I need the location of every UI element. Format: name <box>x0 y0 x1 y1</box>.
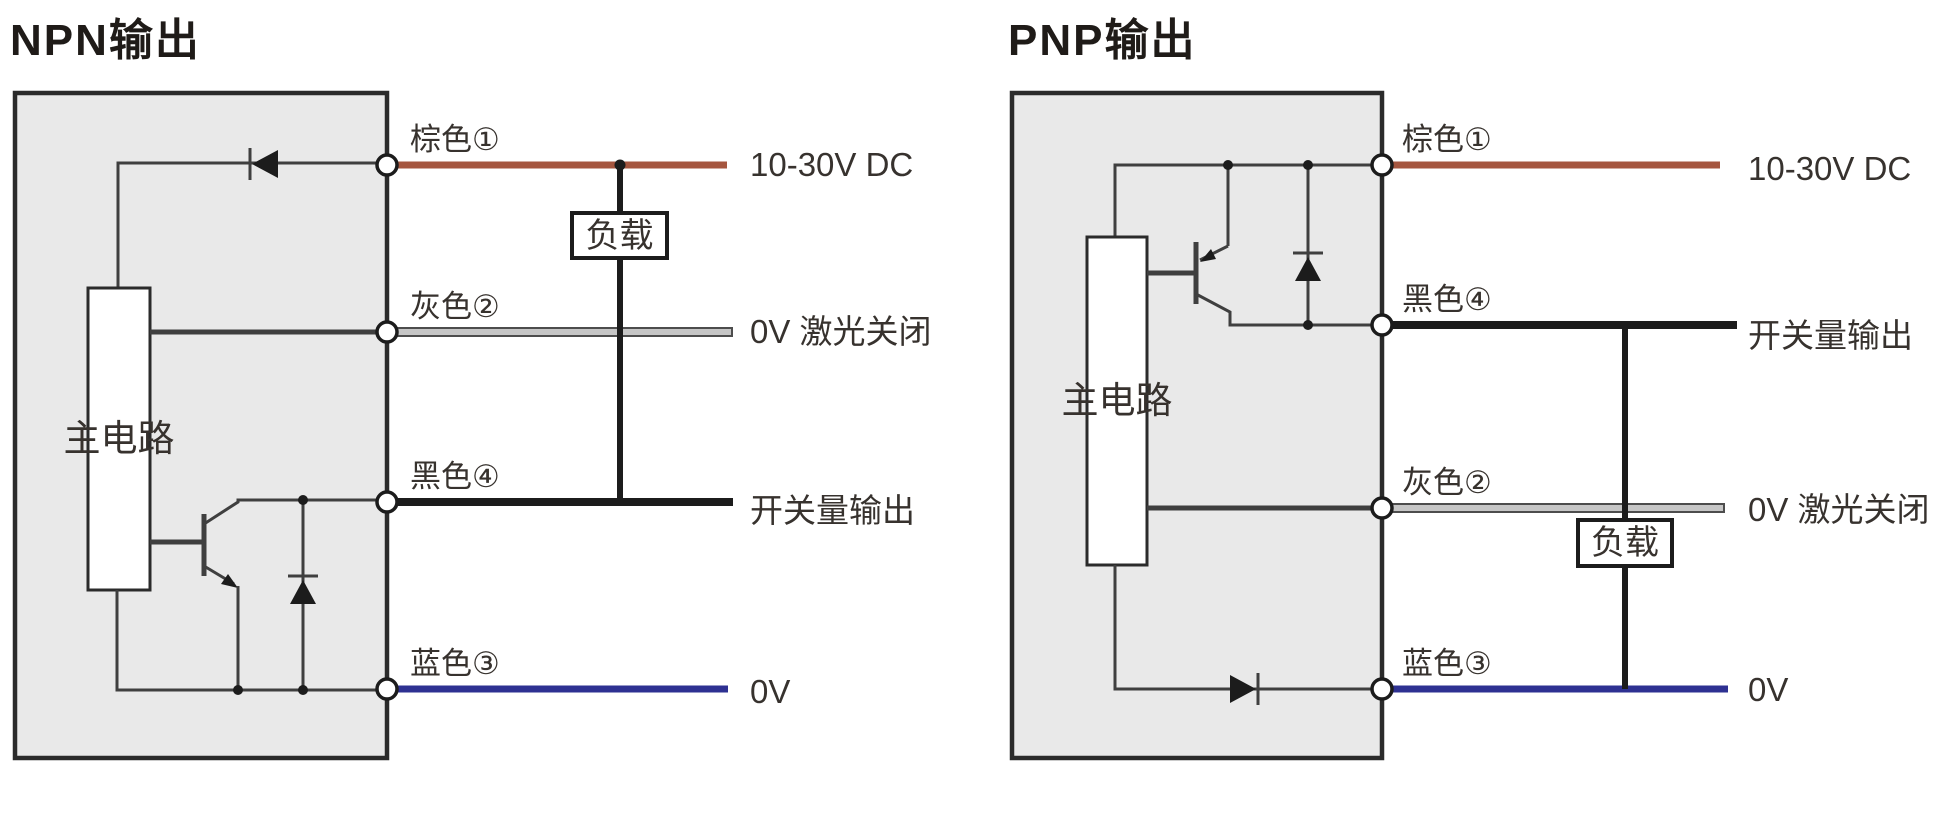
npn-flyback-diode-icon <box>288 500 318 690</box>
npn-terminal-gray <box>375 320 399 344</box>
npn-terminal-label-laseroff: 0V 激光关闭 <box>750 313 932 350</box>
npn-terminal-blue <box>375 677 399 701</box>
npn-wire-label-brown: 棕色① <box>410 122 500 157</box>
pnp-wire-label-blue: 蓝色③ <box>1402 646 1492 681</box>
pnp-terminal-label-laseroff: 0V 激光关闭 <box>1748 491 1930 528</box>
npn-terminal-black <box>375 490 399 514</box>
pnp-sensor-body-box <box>1009 90 1385 761</box>
npn-junction-dot <box>233 685 243 695</box>
npn-reverse-protection-diode-icon <box>248 148 278 180</box>
pnp-terminal-blue <box>1370 677 1394 701</box>
pnp-load-label: 负载 <box>1591 524 1659 562</box>
pnp-wire-label-brown: 棕色① <box>1402 122 1492 157</box>
pnp-load-box <box>1576 518 1674 568</box>
npn-terminal-label-supply: 10-30V DC <box>750 146 914 183</box>
npn-terminal-label-output: 开关量输出 <box>750 492 915 529</box>
pnp-junction-dot <box>1303 160 1313 170</box>
npn-transistor-icon <box>150 498 387 690</box>
npn-wire-label-black: 黑色④ <box>410 459 500 494</box>
npn-wire-label-blue: 蓝色③ <box>410 646 500 681</box>
npn-main-circuit-box <box>86 286 152 592</box>
pnp-junction-dot <box>1223 160 1233 170</box>
npn-wire-label-gray: 灰色② <box>410 289 500 324</box>
pnp-terminal-label-supply: 10-30V DC <box>1748 150 1912 187</box>
pnp-reverse-protection-diode-icon <box>1230 673 1260 705</box>
pnp-supply-inner-wire <box>1113 163 1378 237</box>
npn-diagram <box>12 90 733 761</box>
pnp-junction-dot <box>1303 320 1313 330</box>
pnp-main-circuit-box <box>1085 235 1149 567</box>
pnp-flyback-diode-icon <box>1293 165 1323 325</box>
pnp-terminal-label-ground: 0V <box>1748 671 1789 708</box>
npn-supply-inner-wire <box>116 161 387 288</box>
npn-load-box <box>570 211 669 260</box>
pnp-title: PNP输出 <box>1008 16 1197 65</box>
npn-sensor-body-box <box>12 90 390 761</box>
npn-ground-inner-wire <box>115 590 387 692</box>
pnp-terminal-black <box>1370 313 1394 337</box>
pnp-wire-label-gray: 灰色② <box>1402 465 1492 500</box>
pnp-transistor-icon <box>1147 165 1378 327</box>
npn-main-circuit-label: 主电路 <box>63 418 175 459</box>
npn-junction-dot <box>298 685 308 695</box>
npn-junction-dot <box>614 159 626 171</box>
npn-title: NPN输出 <box>10 16 201 65</box>
pnp-terminal-gray <box>1370 496 1394 520</box>
npn-terminal-brown <box>375 153 399 177</box>
npn-terminal-label-ground: 0V <box>750 673 791 710</box>
npn-load-label: 负载 <box>585 217 654 255</box>
pnp-ground-inner-wire <box>1113 565 1378 691</box>
pnp-wire-label-black: 黑色④ <box>1402 282 1492 317</box>
npn-junction-dot <box>298 495 308 505</box>
pnp-main-circuit-label: 主电路 <box>1061 380 1173 421</box>
pnp-terminal-brown <box>1370 153 1394 177</box>
pnp-terminal-label-output: 开关量输出 <box>1748 317 1913 354</box>
pnp-diagram <box>1009 90 1737 761</box>
